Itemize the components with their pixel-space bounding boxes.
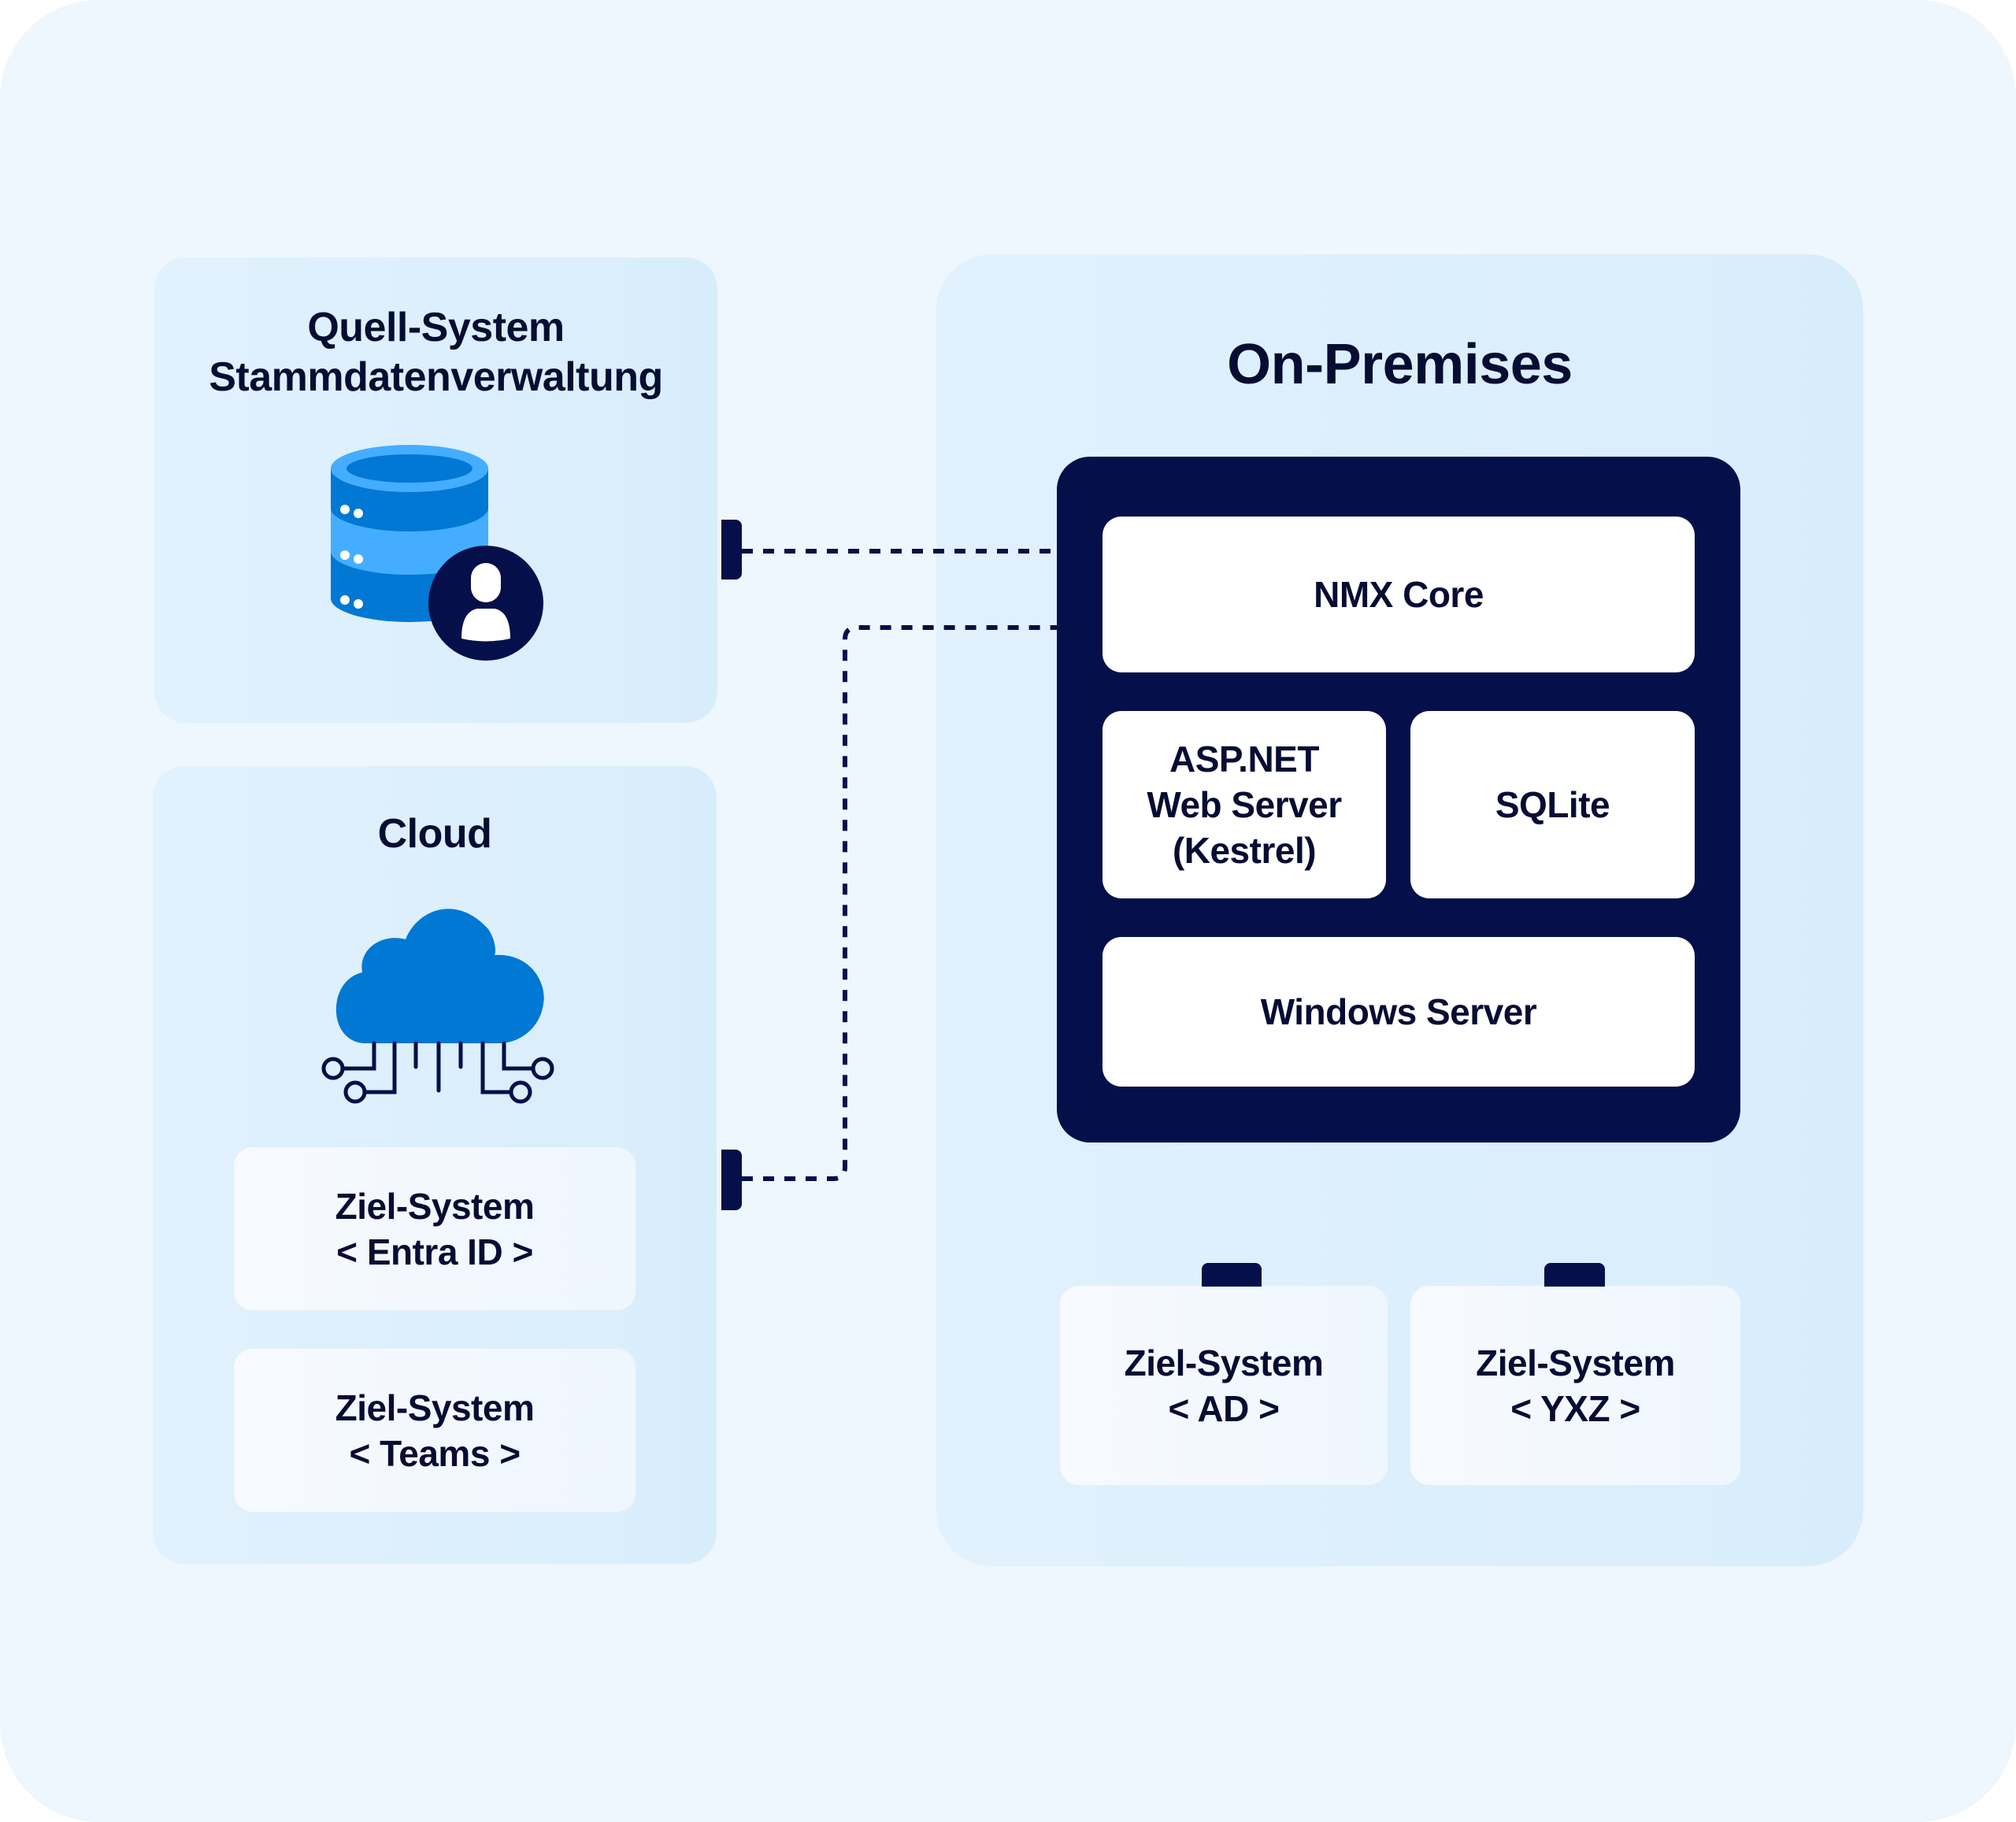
nmx-core-label: NMX Core (1314, 574, 1484, 615)
windows-server-label: Windows Server (1260, 991, 1537, 1032)
connector-cloud-to-core (742, 625, 1057, 1181)
on-premises-title: On-Premises (1227, 333, 1573, 396)
web-server-line3: (Kestrel) (1172, 830, 1317, 871)
source-system-title-line1: Quell-System (307, 305, 565, 350)
target-system-label: Ziel-System (1476, 1342, 1675, 1383)
circuit-lines-icon (321, 1041, 554, 1104)
nmx-core-card[interactable]: NMX Core (1102, 517, 1695, 672)
connector-port-cloud (721, 1150, 742, 1210)
sqlite-card[interactable]: SQLite (1410, 711, 1695, 898)
target-system-name: < Entra ID > (336, 1231, 533, 1272)
target-system-name: < YXZ > (1510, 1387, 1640, 1429)
cloud-icon (335, 909, 544, 1043)
web-server-card[interactable]: ASP.NET Web Server (Kestrel) (1102, 711, 1386, 898)
connector-port-ad (1202, 1263, 1262, 1287)
source-system-title-line2: Stammdatenverwaltung (209, 354, 663, 400)
target-system-label: Ziel-System (335, 1185, 535, 1227)
target-system-ad[interactable]: Ziel-System < AD > (1060, 1286, 1388, 1485)
target-system-yxz[interactable]: Ziel-System < YXZ > (1410, 1286, 1740, 1485)
target-system-label: Ziel-System (335, 1387, 535, 1428)
source-system-title: Quell-System Stammdatenverwaltung (154, 303, 717, 402)
web-server-line1: ASP.NET (1169, 739, 1319, 780)
connector-port-source (721, 520, 742, 580)
target-system-name: < Teams > (349, 1432, 521, 1474)
target-system-teams[interactable]: Ziel-System < Teams > (234, 1349, 636, 1512)
database-user-icon (331, 445, 543, 661)
target-system-label: Ziel-System (1124, 1342, 1324, 1383)
target-system-entra-id[interactable]: Ziel-System < Entra ID > (234, 1147, 636, 1310)
cloud-title: Cloud (377, 811, 492, 857)
connector-port-yxz (1544, 1263, 1605, 1287)
web-server-line2: Web Server (1147, 784, 1342, 825)
target-system-name: < AD > (1168, 1387, 1280, 1429)
sqlite-label: SQLite (1495, 784, 1610, 825)
cloud-network-icon (321, 909, 554, 1104)
windows-server-card[interactable]: Windows Server (1102, 937, 1695, 1087)
user-icon (428, 546, 543, 661)
